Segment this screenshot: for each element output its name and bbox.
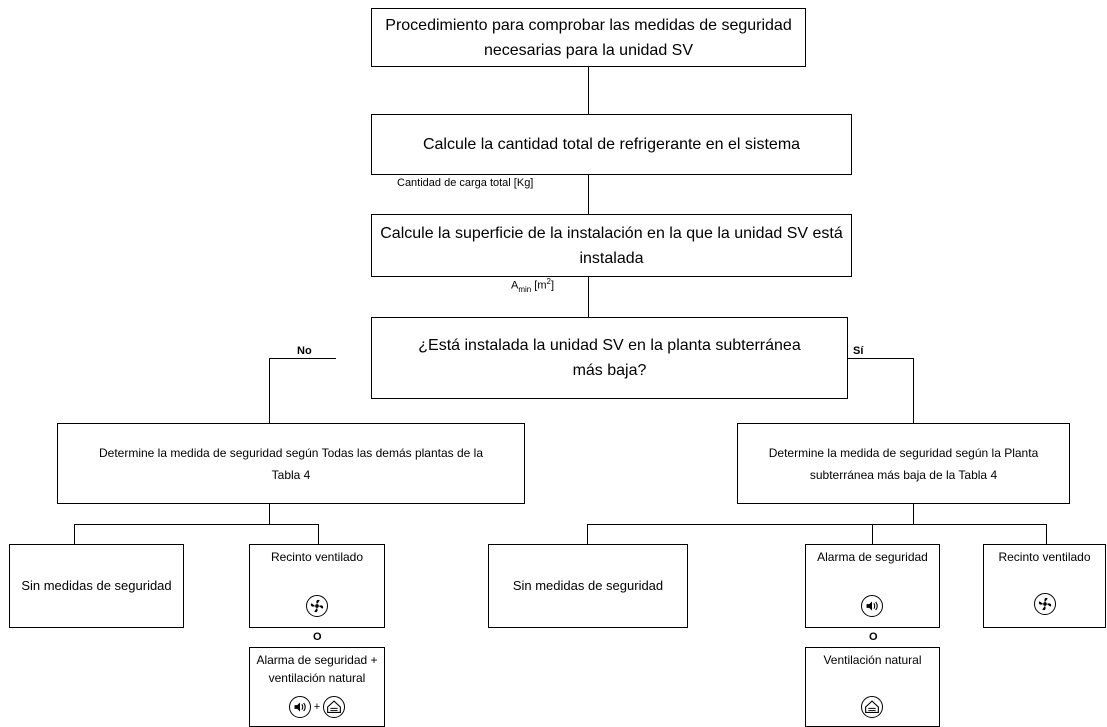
connector <box>587 524 588 544</box>
start-node: Procedimiento para comprobar las medidas… <box>371 8 806 67</box>
right-nat-text: Ventilación natural <box>823 653 922 667</box>
left-none-text: Sin medidas de seguridad <box>21 578 172 593</box>
start-text: Procedimiento para comprobar las medidas… <box>385 16 792 59</box>
amin-label: Amin [m2] <box>511 277 554 294</box>
connector <box>872 524 873 544</box>
connector <box>1046 524 1047 544</box>
speaker-alarm-icon <box>861 595 884 617</box>
alarm-plus-house: + <box>288 696 346 718</box>
left-none-node: Sin medidas de seguridad <box>9 544 184 628</box>
right-none-node: Sin medidas de seguridad <box>488 544 688 628</box>
amin-unit-open: [m <box>531 279 547 292</box>
calc-charge-node: Calcule la cantidad total de refrigerant… <box>371 114 852 175</box>
left-measure-text: Determine la medida de seguridad según T… <box>98 445 484 482</box>
connector <box>587 524 1047 525</box>
right-vent-node: Recinto ventilado <box>983 544 1106 628</box>
no-label: No <box>297 345 312 357</box>
or-left: O <box>313 631 322 643</box>
left-alarm-nat-text: Alarma de seguridad + ventilación natura… <box>256 653 378 685</box>
right-measure-node: Determine la medida de seguridad según l… <box>737 423 1070 504</box>
connector <box>318 524 319 544</box>
question-node: ¿Está instalada la unidad SV en la plant… <box>371 317 848 399</box>
connector <box>588 175 589 214</box>
plus-sign: + <box>313 701 321 713</box>
house-ventilation-icon <box>861 696 884 718</box>
left-vent-node: Recinto ventilado <box>249 544 385 628</box>
right-alarm-node: Alarma de seguridad <box>805 544 940 628</box>
amin-sup: 2 <box>546 277 551 286</box>
right-alarm-text: Alarma de seguridad <box>817 550 928 564</box>
connector <box>269 504 270 524</box>
right-none-text: Sin medidas de seguridad <box>512 578 664 593</box>
calc-area-node: Calcule la superficie de la instalación … <box>371 214 852 277</box>
question-text: ¿Está instalada la unidad SV en la plant… <box>418 337 801 379</box>
right-measure-text: Determine la medida de seguridad según l… <box>768 445 1039 482</box>
charge-label: Cantidad de carga total [Kg] <box>397 177 534 189</box>
left-alarm-nat-node: Alarma de seguridad + ventilación natura… <box>249 647 385 727</box>
or-right: O <box>869 631 878 643</box>
left-measure-node: Determine la medida de seguridad según T… <box>57 423 525 504</box>
si-label: Sí <box>853 345 864 357</box>
connector <box>74 524 319 525</box>
calc-charge-text: Calcule la cantidad total de refrigerant… <box>422 136 801 153</box>
left-vent-text: Recinto ventilado <box>270 550 364 564</box>
connector <box>913 504 914 524</box>
speaker-alarm-icon <box>288 696 311 718</box>
fan-icon <box>1033 593 1056 615</box>
no-branch-line <box>269 358 336 359</box>
right-vent-text: Recinto ventilado <box>998 550 1091 564</box>
si-branch-line <box>913 358 914 423</box>
right-nat-node: Ventilación natural <box>805 647 940 727</box>
si-branch-line <box>848 358 914 359</box>
amin-sub: min <box>518 284 532 294</box>
calc-area-text: Calcule la superficie de la instalación … <box>380 224 843 267</box>
amin-base: A <box>511 279 519 292</box>
connector <box>74 524 75 544</box>
no-branch-line <box>269 358 270 423</box>
fan-icon <box>306 595 328 617</box>
connector <box>588 277 589 317</box>
connector <box>588 66 589 114</box>
amin-unit-close: ] <box>550 279 555 292</box>
house-ventilation-icon <box>323 696 346 718</box>
